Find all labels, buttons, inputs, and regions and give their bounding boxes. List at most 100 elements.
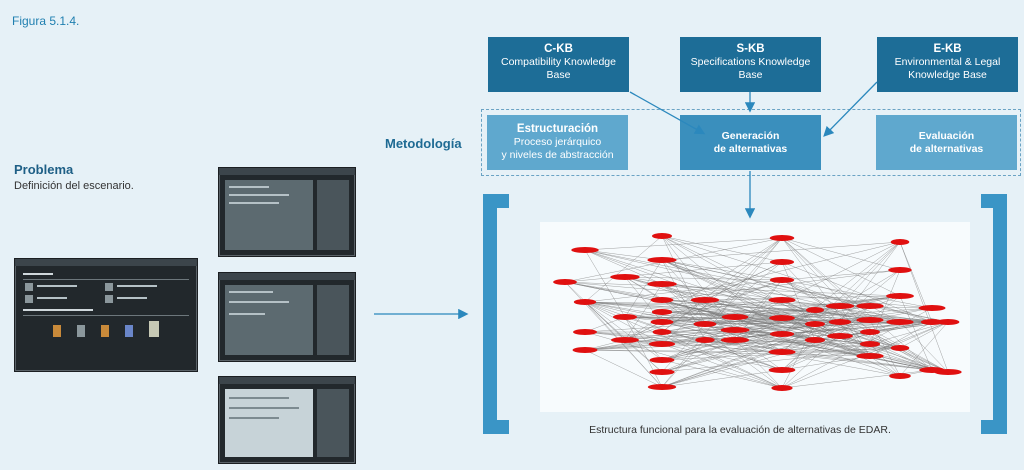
kb-line: Environmental & Legal xyxy=(894,56,1001,68)
network-edge xyxy=(869,295,901,321)
network-edge xyxy=(869,331,949,373)
methodology-label: Metodología xyxy=(385,136,462,151)
network-node xyxy=(647,257,677,263)
network-node xyxy=(859,341,881,347)
scenario-screenshot xyxy=(14,258,198,372)
network-edge xyxy=(661,339,706,388)
network-node xyxy=(768,349,796,355)
network-node xyxy=(721,314,749,320)
network-edge xyxy=(899,347,933,371)
network-node xyxy=(650,319,674,325)
network-edge xyxy=(869,321,933,357)
network-edge xyxy=(584,301,663,388)
network-node xyxy=(768,297,796,303)
step-generacion: Generación de alternativas xyxy=(680,115,821,170)
network-node xyxy=(805,307,825,313)
network-node xyxy=(827,333,853,339)
network-edge xyxy=(899,321,949,373)
network-edge xyxy=(661,295,901,323)
network-node xyxy=(825,303,855,309)
network-edge xyxy=(781,309,816,335)
kb-line: Base xyxy=(738,69,763,81)
network-edge xyxy=(781,339,816,371)
network-edge xyxy=(661,259,949,323)
network-edge xyxy=(661,329,736,361)
network-node xyxy=(611,337,639,343)
network-node xyxy=(647,384,677,390)
kb-line: Compatibility Knowledge xyxy=(501,56,616,68)
network-edge xyxy=(869,307,933,321)
network-edge xyxy=(584,301,663,373)
network-edge xyxy=(781,317,933,371)
network-node xyxy=(610,274,640,280)
network-edge xyxy=(734,339,783,389)
network-edge xyxy=(781,347,901,353)
network-edge xyxy=(781,279,901,323)
network-edge xyxy=(781,323,816,353)
network-edge xyxy=(839,241,901,323)
network-edge xyxy=(661,299,933,323)
network-node xyxy=(769,315,795,321)
network-edge xyxy=(704,339,949,373)
network-edge xyxy=(661,237,783,333)
network-edge xyxy=(624,279,783,341)
figure-label: Figura 5.1.4. xyxy=(12,14,80,28)
network-edge xyxy=(564,281,901,297)
network-edge xyxy=(869,321,949,345)
network-edge xyxy=(661,359,783,389)
functional-network xyxy=(540,222,970,412)
network-edge xyxy=(661,235,736,331)
step-line: y niveles de abstracción xyxy=(501,149,614,161)
step-evaluacion: Evaluación de alternativas xyxy=(876,115,1017,170)
network-edge xyxy=(839,335,871,357)
network-edge xyxy=(839,269,901,307)
network-edge xyxy=(839,241,901,307)
network-node xyxy=(828,319,852,325)
network-edge xyxy=(624,283,663,341)
network-edge xyxy=(869,343,901,377)
network-edge xyxy=(661,333,783,361)
kb-line: Specifications Knowledge xyxy=(690,56,811,68)
network-edge xyxy=(584,235,663,303)
network-node xyxy=(690,297,720,303)
network-node xyxy=(769,235,795,241)
network-node xyxy=(860,329,880,335)
network-edge xyxy=(661,339,816,388)
kb-line: Knowledge Base xyxy=(908,69,987,81)
network-node xyxy=(573,299,597,305)
network-edge xyxy=(624,276,663,323)
network-edge xyxy=(624,316,663,388)
network-node xyxy=(720,327,750,333)
network-node xyxy=(936,319,960,325)
screenshot-scenario-3 xyxy=(218,376,356,464)
network-edge xyxy=(704,261,783,301)
network-edge xyxy=(734,329,933,371)
network-node xyxy=(695,337,715,343)
network-edge xyxy=(839,305,871,357)
network-node xyxy=(856,317,884,323)
network-edge xyxy=(734,317,783,341)
network-edge xyxy=(661,235,841,337)
network-edge xyxy=(781,279,871,321)
step-line: Evaluación xyxy=(918,129,975,142)
network-edge xyxy=(781,237,901,271)
network-edge xyxy=(781,355,871,371)
network-edge xyxy=(781,299,933,371)
network-edge xyxy=(734,295,901,331)
network-edge xyxy=(661,369,783,388)
network-edge xyxy=(781,241,901,335)
network-edge xyxy=(734,309,816,341)
network-edge xyxy=(624,259,663,318)
network-edge xyxy=(781,321,933,353)
network-edge xyxy=(704,299,783,319)
network-node xyxy=(886,293,914,299)
network-edge xyxy=(781,321,841,371)
network-node xyxy=(651,309,673,315)
network-edge xyxy=(661,339,736,373)
network-edge xyxy=(661,237,783,388)
network-edge xyxy=(661,235,933,323)
network-node xyxy=(573,329,597,335)
network-node xyxy=(805,321,825,327)
kb-environmental: E-KB Environmental & Legal Knowledge Bas… xyxy=(877,37,1018,92)
